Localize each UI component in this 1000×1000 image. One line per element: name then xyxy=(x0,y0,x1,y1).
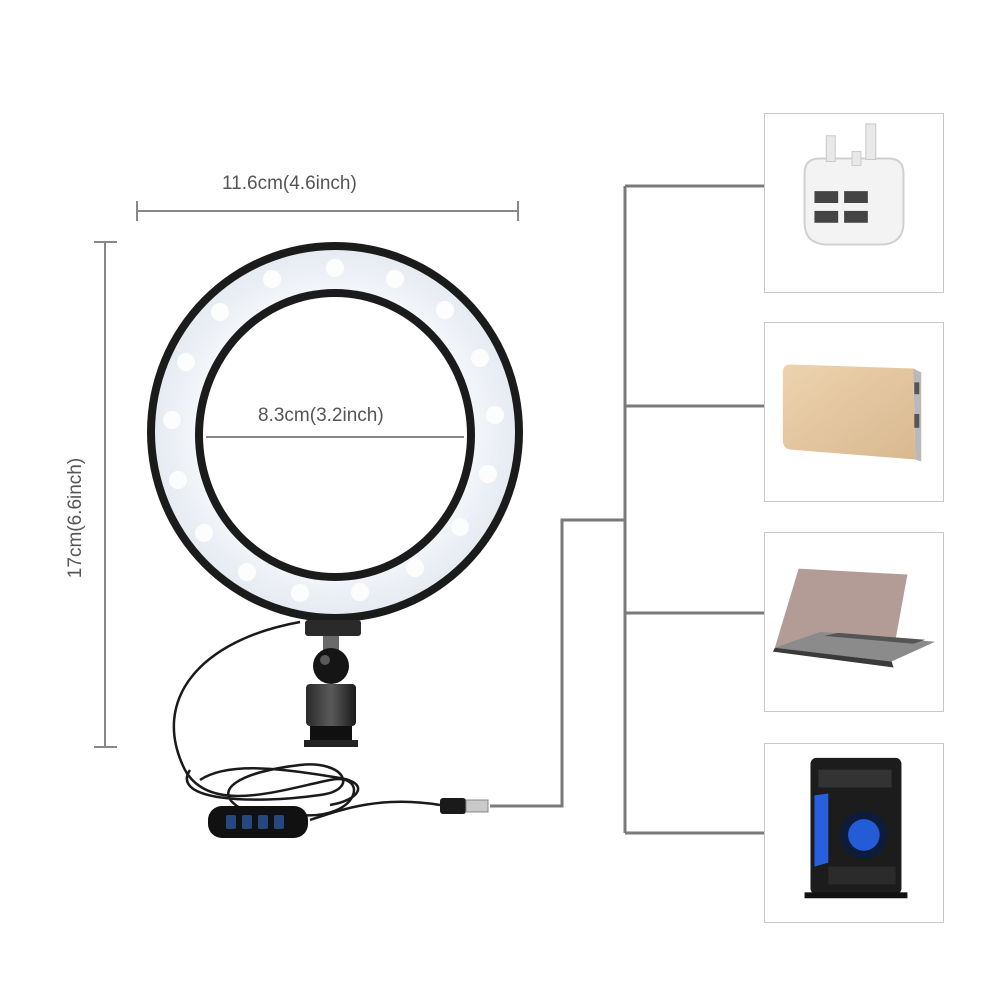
power-source-desktop-pc xyxy=(764,743,944,923)
inline-remote xyxy=(208,806,308,838)
connector-lines xyxy=(490,184,764,835)
usb-plug xyxy=(440,798,489,814)
width-label: 11.6cm(4.6inch) xyxy=(222,173,357,194)
power-source-power-bank xyxy=(764,322,944,502)
ring-light xyxy=(147,242,523,622)
power-source-wall-adapter xyxy=(764,113,944,293)
power-source-laptop xyxy=(764,532,944,712)
inner-diameter-label: 8.3cm(3.2inch) xyxy=(258,405,384,426)
width-dimension-line xyxy=(136,201,519,221)
desktop-pc-icon xyxy=(804,757,908,899)
power-bank-icon xyxy=(782,364,922,462)
ball-head-mount xyxy=(304,620,361,747)
height-dimension-line xyxy=(94,241,117,748)
wall-adapter-icon xyxy=(803,123,905,246)
height-label: 17cm(6.6inch) xyxy=(65,457,86,579)
laptop-icon xyxy=(772,568,936,668)
usb-cable xyxy=(172,620,441,822)
